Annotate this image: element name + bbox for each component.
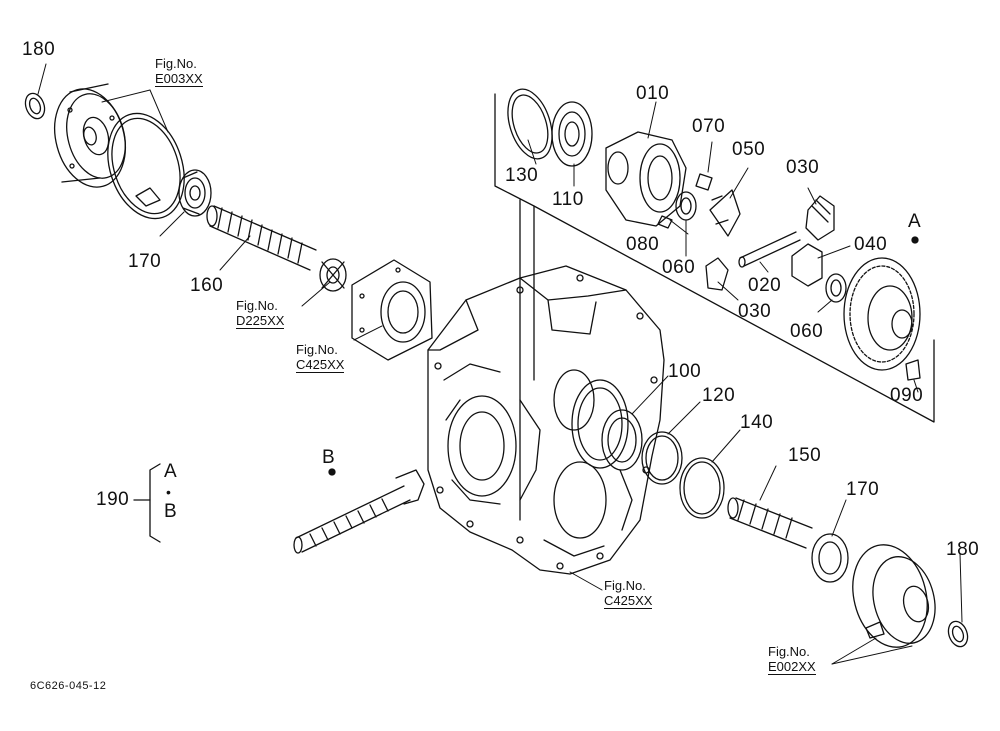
pinion-shaft [293,469,425,554]
bracket-190-a: A [164,461,178,482]
part-label-090: 090 [890,385,924,406]
cover-e002 [852,544,936,648]
bracket-190-dot: • [166,484,172,500]
shaft-160 [206,205,317,271]
fig-ref-title: Fig.No. [296,342,338,357]
fig-ref-number: E002XX [768,659,816,675]
seal-housing-c425 [351,259,433,361]
part-label-130: 130 [505,165,539,186]
fig-ref-number: E003XX [155,71,203,87]
diff-case-010 [605,131,687,227]
part-label-030-top: 030 [786,157,820,178]
ring-gear [843,257,921,371]
fig-ref-number: C425XX [296,357,345,373]
bolt-090 [905,359,921,381]
bracket-190-b: B [164,501,178,522]
gear-050 [709,189,741,237]
bracket-lines [494,93,935,521]
part-label-010: 010 [636,83,670,104]
case-bearing-seat [553,369,595,431]
point-b-label: B [322,447,336,468]
fig-ref-title: Fig.No. [604,578,646,593]
part-label-060-left: 060 [662,257,696,278]
bearing-170-right [811,533,849,583]
part-label-190: 190 [96,489,130,510]
transmission-case [427,265,665,575]
point-a-marker [911,236,919,244]
part-label-050: 050 [732,139,766,160]
bearing-110 [551,101,593,167]
ring-120 [641,431,683,485]
fig-ref-title: Fig.No. [768,644,810,659]
pin-080 [657,215,673,229]
point-b-marker [328,468,336,476]
fig-ref-e003: Fig.No. E003XX [155,56,203,87]
fig-ref-number: C425XX [604,593,653,609]
part-label-170-left: 170 [128,251,162,272]
fig-ref-number: D225XX [236,313,285,329]
part-label-170-right: 170 [846,479,880,500]
snap-ring-180-left [24,92,46,120]
shaft-150 [727,497,813,549]
part-label-100: 100 [668,361,702,382]
fig-ref-c425-lower: Fig.No. C425XX [604,578,653,609]
part-label-180-left: 180 [22,39,56,60]
fig-ref-title: Fig.No. [236,298,278,313]
part-label-060-right: 060 [790,321,824,342]
fig-ref-d225: Fig.No. D225XX [236,298,285,329]
gear-040 [791,243,823,287]
gear-030-top [805,195,835,241]
circlip-left [107,112,185,220]
part-label-150: 150 [788,445,822,466]
shaft-020 [738,231,801,268]
nut-d225 [319,258,347,292]
part-label-030-bottom: 030 [738,301,772,322]
washer-060-right [825,273,847,303]
seal-100 [601,409,643,471]
part-label-020: 020 [748,275,782,296]
fig-ref-title: Fig.No. [155,56,197,71]
gear-030-bottom [705,257,729,291]
part-label-120: 120 [702,385,736,406]
part-label-080: 080 [626,234,660,255]
snap-ring-180-right [947,620,969,648]
part-label-110: 110 [552,189,584,210]
part-label-160: 160 [190,275,224,296]
leader-lines [37,63,963,665]
bracket-190 [133,463,161,543]
part-label-140: 140 [740,412,774,433]
fig-ref-e002: Fig.No. E002XX [768,644,816,675]
point-a-label: A [908,211,922,232]
pin-070 [695,173,713,191]
ring-130 [507,88,553,160]
left-cover-drawing [54,83,126,188]
diagram-code: 6C626-045-12 [30,680,107,692]
fig-ref-c425-upper: Fig.No. C425XX [296,342,345,373]
part-label-040: 040 [854,234,888,255]
part-label-180-right: 180 [946,539,980,560]
part-label-070: 070 [692,116,726,137]
bearing-170-left [178,169,212,217]
snap-ring-140 [679,457,725,519]
